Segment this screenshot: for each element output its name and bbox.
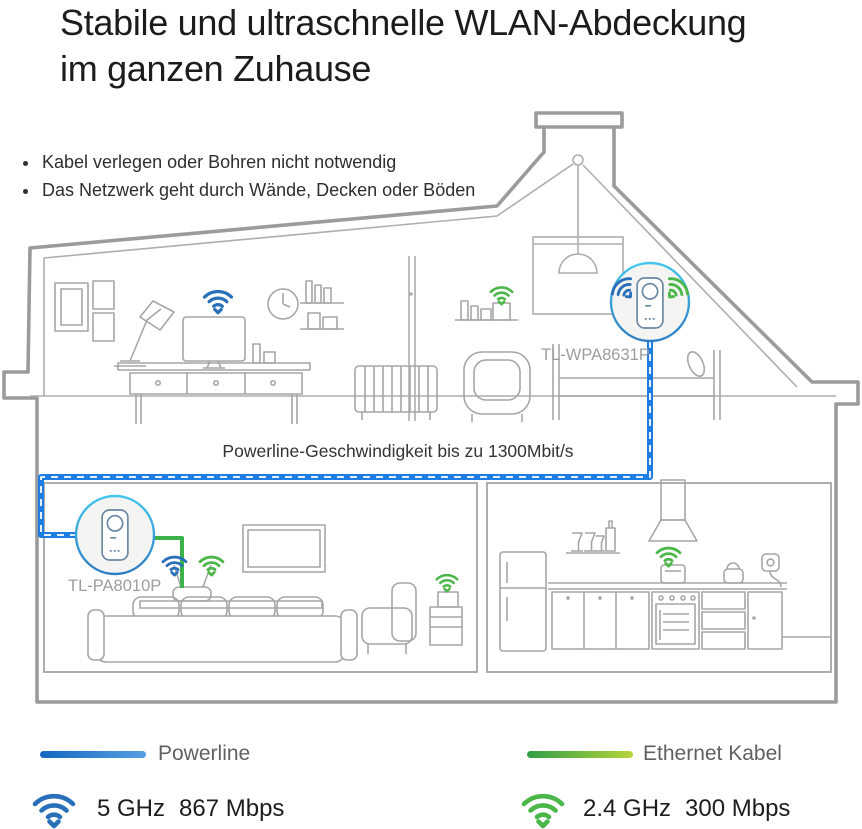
side-cabinet: [429, 591, 463, 646]
bottle: [252, 343, 261, 364]
power-outlet: [761, 553, 782, 588]
tv: [242, 524, 326, 573]
powerline-legend-label: Powerline: [158, 742, 251, 765]
device-label-extender: TL-WPA8631P: [541, 346, 650, 364]
fridge: [499, 551, 547, 652]
partition-door: [408, 256, 416, 421]
power-cord: [769, 570, 782, 588]
attic-shelf: [455, 300, 518, 321]
rate-5ghz: 867 Mbps: [179, 795, 285, 822]
oven: [651, 591, 700, 650]
right-cabinet: [747, 591, 783, 650]
ethernet-legend-label: Ethernet Kabel: [643, 742, 782, 765]
desk: [117, 343, 311, 424]
band-24ghz: 2.4 GHz: [583, 795, 672, 822]
kettle: [723, 562, 744, 584]
smart-toaster: [660, 564, 686, 584]
rate-24ghz: 300 Mbps: [685, 795, 791, 822]
hanging-lamp: [532, 166, 624, 315]
picture-frames: [54, 280, 115, 342]
speed-5ghz: 5 GHz 867 Mbps: [97, 795, 284, 823]
roof-peak-ring: [572, 154, 584, 166]
bed: [552, 344, 721, 420]
device-label-adapter: TL-PA8010P: [68, 577, 162, 595]
feature-bullet: Kabel verlegen oder Bohren nicht notwend…: [40, 148, 475, 176]
wifi-blue-icon: [202, 289, 234, 315]
drawer-stack: [701, 591, 746, 650]
house-outline: [2, 111, 860, 704]
speed-24ghz: 2.4 GHz 300 Mbps: [583, 795, 790, 823]
extender-halo: [607, 261, 693, 343]
wall-shelves: [300, 280, 344, 330]
page-title-line2: im ganzen Zuhause: [60, 48, 372, 89]
wifi-green-icon: [489, 286, 514, 306]
wall-clock: [267, 288, 299, 320]
wifi-green-icon: [655, 546, 682, 568]
radiator: [354, 365, 438, 420]
ethernet-cable: [153, 536, 184, 588]
kitchen-counter: [548, 582, 831, 650]
band-5ghz: 5 GHz: [97, 795, 166, 822]
lower-rooms: [43, 482, 832, 673]
upper-room-furniture: [54, 280, 721, 424]
page-title-line1: Stabile und ultraschnelle WLAN-Abdeckung: [60, 2, 747, 43]
powerline-extender-icon: [636, 277, 664, 329]
range-hood: [648, 479, 698, 542]
wifi-green-icon: [198, 555, 225, 577]
ethernet-legend-swatch: [527, 751, 633, 758]
wifi-blue-icon: [30, 783, 78, 829]
powerline-speed-banner: Powerline-Geschwindigkeit bis zu 1300Mbi…: [222, 441, 574, 461]
wifi-green-icon: [435, 573, 459, 593]
page-title: Stabile und ultraschnelle WLAN-Abdeckung…: [60, 0, 747, 92]
desk-lamp: [114, 300, 175, 367]
powerline-adapter-icon: [101, 509, 129, 561]
armchair-lower: [361, 582, 417, 654]
console-table: [139, 600, 323, 609]
door-handle: [409, 292, 413, 296]
wine-shelf: [566, 520, 620, 554]
powerline-cable: [38, 341, 653, 538]
kitchen-furniture: [499, 479, 831, 652]
kitchen-room: [486, 482, 832, 673]
smart-device: [437, 591, 459, 608]
sofa: [87, 596, 358, 663]
living-room: [43, 482, 478, 673]
feature-bullet: Das Netzwerk geht durch Wände, Decken od…: [40, 176, 475, 204]
armchair-upper: [463, 351, 531, 422]
adapter-halo: [74, 494, 156, 576]
cup: [263, 351, 276, 364]
pillow: [686, 350, 706, 378]
chimney: [534, 111, 624, 188]
feature-bullet-list: Kabel verlegen oder Bohren nicht notwend…: [24, 148, 475, 204]
bottle: [605, 527, 616, 552]
smart-speaker: [492, 302, 511, 321]
desktop-monitor: [182, 316, 246, 369]
powerline-legend-swatch: [40, 751, 146, 758]
wifi-green-icon: [519, 783, 567, 829]
living-room-furniture: [87, 524, 463, 663]
